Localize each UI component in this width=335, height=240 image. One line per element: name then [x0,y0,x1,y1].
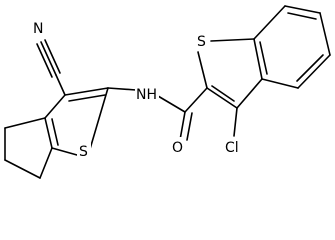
bond-c3b-c2b [206,87,238,109]
atom-label-carbonyl-o: O [172,140,183,156]
bond-c5b-c4b [297,54,331,89]
bond-c2-s1 [89,87,109,150]
bond-c7a-c3a [44,117,53,149]
bond-c6-c7a [39,147,53,179]
bond-c2b-s [197,51,208,89]
bond-nitrile-2 [44,39,61,74]
bond-c3a-c4 [4,117,46,129]
bond-s1-c7a [51,147,78,156]
bond-c3b-cl [233,107,238,137]
bond-nh-carbonyl [157,95,186,113]
bond-c3-cn [55,74,66,96]
atom-label-thiophene-s: S [79,144,88,160]
structure-canvas: N NH S S O Cl [4,5,331,179]
bond-carbonyl-c2b [184,87,208,113]
bond-c7ab-c3ab [253,38,263,80]
molecule-drawing: N NH S S O Cl [4,5,331,179]
bond-s-c7ab [210,38,255,42]
bond-c5b-c4b-double [296,54,324,82]
bond-c3ab-c7ab-double [259,41,268,75]
bond-lines [4,5,331,179]
bond-c3-c2-double [68,94,106,102]
bond-c7ab-c7b [253,5,286,40]
atom-label-nitrile-n: N [33,21,43,37]
bond-nitrile-3 [36,43,53,78]
atom-label-chlorine: Cl [225,140,239,156]
bond-c6b-c5b [319,12,331,56]
bond-c2-nh [107,87,137,91]
bond-c3a-c3 [44,94,66,119]
bond-c7b-c6b [284,5,321,14]
bond-c3b-c2b-double [211,85,235,102]
bond-carbonyl-o-double [186,112,193,141]
bond-c5-c6 [4,159,41,179]
atom-labels: N NH S S O Cl [31,18,246,161]
bond-c4b-c3ab [261,78,299,89]
atom-label-benzothiophene-s: S [197,34,206,50]
bond-nitrile-1 [40,41,57,76]
bond-c3ab-c3b [236,78,263,109]
bond-c7b-c6b-double [287,12,317,20]
atom-label-nh: NH [136,87,157,103]
bond-carbonyl-o [179,111,186,141]
bond-c3-c2 [64,87,109,96]
bond-c7a-c3a-double [51,118,59,146]
